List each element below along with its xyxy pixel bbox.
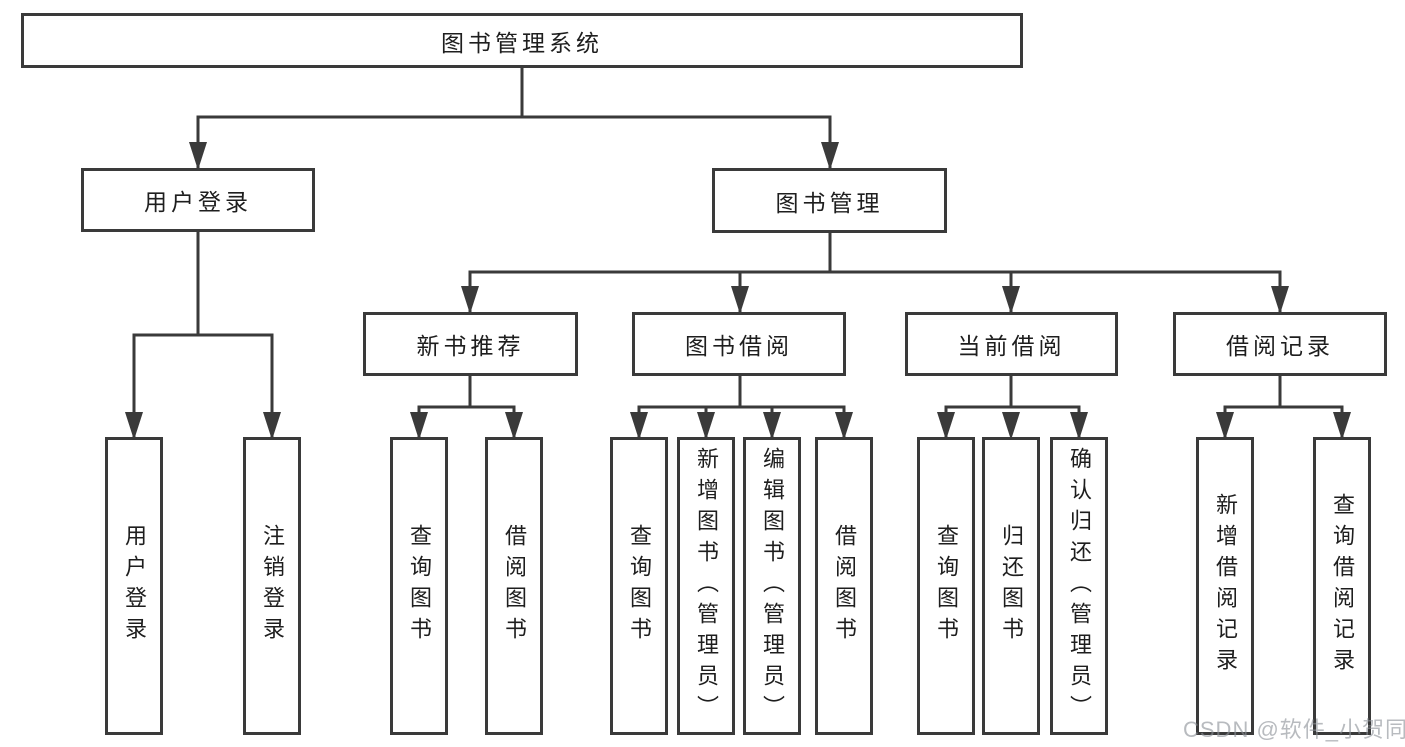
leaf-logout: 注销登录	[243, 437, 301, 735]
node-root-label: 图书管理系统	[441, 29, 603, 56]
leaf-add-borrow-record: 新增借阅记录	[1196, 437, 1254, 735]
leaf-current-query-books: 查询图书	[917, 437, 975, 735]
node-root: 图书管理系统	[21, 13, 1023, 68]
leaf-user-login: 用户登录	[105, 437, 163, 735]
leaf-recommend-borrow-books: 借阅图书	[485, 437, 543, 735]
leaf-return-books-label: 归还图书	[999, 524, 1024, 648]
leaf-logout-label: 注销登录	[260, 524, 285, 648]
node-current-borrow-label: 当前借阅	[957, 333, 1066, 359]
leaf-confirm-return-admin-label: 确认归还（管理员）	[1067, 446, 1092, 726]
leaf-recommend-query-books: 查询图书	[390, 437, 448, 735]
node-book-management: 图书管理	[712, 168, 947, 233]
leaf-query-borrow-record: 查询借阅记录	[1313, 437, 1371, 735]
node-user-login-label: 用户登录	[144, 189, 252, 215]
leaf-add-borrow-record-label: 新增借阅记录	[1213, 493, 1238, 679]
watermark: CSDN @软件_小贺同学	[1183, 717, 1405, 742]
leaf-edit-books-admin-label: 编辑图书（管理员）	[760, 446, 785, 726]
leaf-borrow-query-books: 查询图书	[610, 437, 668, 735]
leaf-confirm-return-admin: 确认归还（管理员）	[1050, 437, 1108, 735]
leaf-add-books-admin: 新增图书（管理员）	[677, 437, 735, 735]
leaf-query-borrow-record-label: 查询借阅记录	[1330, 493, 1355, 679]
leaf-recommend-borrow-books-label: 借阅图书	[502, 524, 527, 648]
node-borrow-records: 借阅记录	[1173, 312, 1387, 376]
node-new-book-recommend: 新书推荐	[363, 312, 578, 376]
node-borrow-records-label: 借阅记录	[1226, 333, 1334, 359]
node-book-management-label: 图书管理	[775, 189, 884, 216]
leaf-edit-books-admin: 编辑图书（管理员）	[743, 437, 801, 735]
leaf-borrow-books: 借阅图书	[815, 437, 873, 735]
leaf-add-books-admin-label: 新增图书（管理员）	[694, 446, 719, 726]
leaf-return-books: 归还图书	[982, 437, 1040, 735]
leaf-borrow-books-label: 借阅图书	[832, 524, 857, 648]
leaf-recommend-query-books-label: 查询图书	[407, 524, 432, 648]
node-book-borrow-label: 图书借阅	[685, 333, 793, 359]
node-current-borrow: 当前借阅	[905, 312, 1118, 376]
leaf-user-login-label: 用户登录	[122, 524, 147, 648]
node-user-login: 用户登录	[81, 168, 315, 232]
node-book-borrow: 图书借阅	[632, 312, 846, 376]
leaf-current-query-books-label: 查询图书	[934, 524, 959, 648]
node-new-book-recommend-label: 新书推荐	[416, 333, 525, 359]
leaf-borrow-query-books-label: 查询图书	[627, 524, 652, 648]
